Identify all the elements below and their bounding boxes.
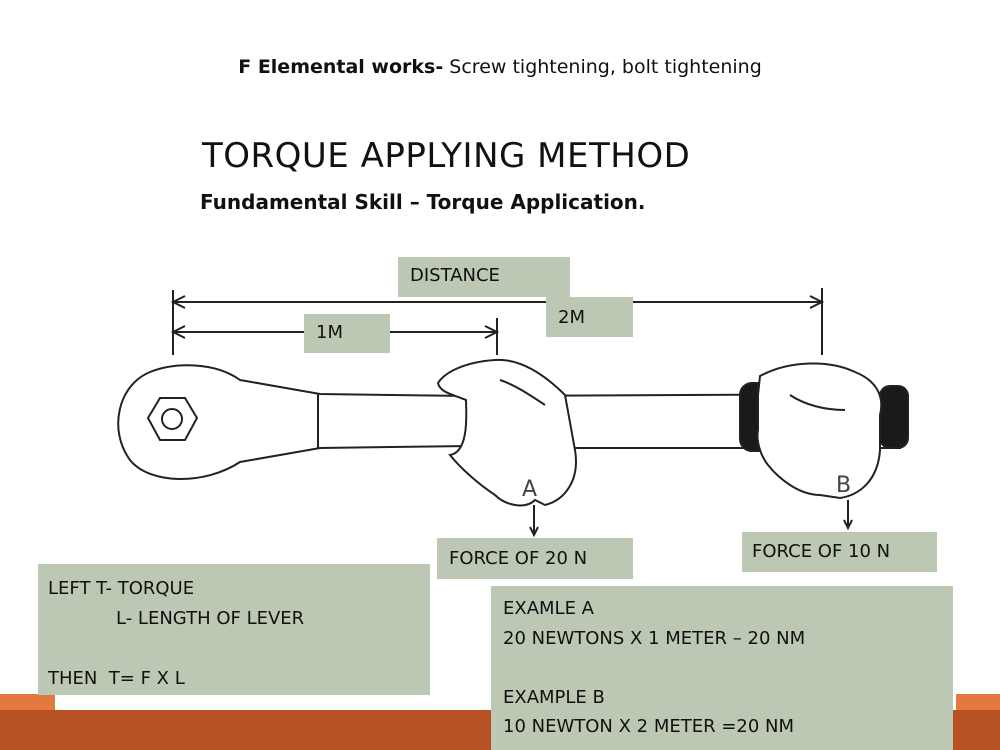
slide-title: TORQUE APPLYING METHOD xyxy=(202,136,691,176)
force-a-label: FORCE OF 20 N xyxy=(449,548,588,569)
arrowhead xyxy=(170,325,186,339)
example-line: EXAMLE A xyxy=(503,598,594,619)
hand-a xyxy=(436,358,577,507)
examples-box: EXAMLE A 20 NEWTONS X 1 METER – 20 NM EX… xyxy=(491,586,953,750)
footer-accent-right xyxy=(956,694,1000,710)
force-b-box: FORCE OF 10 N xyxy=(742,532,937,572)
force-b-label: FORCE OF 10 N xyxy=(752,541,891,562)
definitions-box: LEFT T- TORQUE L- LENGTH OF LEVER THEN T… xyxy=(38,564,430,695)
example-line: 20 NEWTONS X 1 METER – 20 NM xyxy=(503,627,806,649)
arrowhead xyxy=(484,325,500,339)
hand-a-finger-line xyxy=(499,379,546,406)
force-a-box: FORCE OF 20 N xyxy=(437,538,633,579)
label-2m-box: 2M xyxy=(546,297,633,337)
definition-line: L- LENGTH OF LEVER xyxy=(116,608,305,629)
hand-b xyxy=(756,362,883,500)
arrowhead xyxy=(529,526,539,538)
example-line: EXAMPLE B xyxy=(503,686,605,708)
blank-line xyxy=(503,653,953,683)
label-2m: 2M xyxy=(558,307,585,328)
footer-accent-left xyxy=(0,694,55,710)
distance-label-box: DISTANCE xyxy=(398,257,570,297)
definition-line: LEFT T- TORQUE xyxy=(48,578,195,599)
label-1m-box: 1M xyxy=(304,314,390,353)
slide-header: F Elemental works- Screw tightening, bol… xyxy=(0,56,1000,78)
slide-subtitle: Fundamental Skill – Torque Application. xyxy=(200,190,646,214)
hand-b-finger-line xyxy=(789,394,846,411)
distance-label: DISTANCE xyxy=(410,265,500,286)
header-text: Screw tightening, bolt tightening xyxy=(443,56,762,78)
formula-line: THEN T= F X L xyxy=(48,668,185,689)
arrowhead xyxy=(809,295,825,309)
example-line: 10 NEWTON X 2 METER =20 NM xyxy=(503,716,795,737)
label-1m: 1M xyxy=(316,322,343,343)
nut-center xyxy=(161,408,183,430)
arrowhead xyxy=(170,295,186,309)
blank-line xyxy=(48,634,430,664)
wrench-head xyxy=(117,364,471,480)
point-a-label: A xyxy=(522,477,537,502)
grip-end xyxy=(879,385,909,449)
header-bold-text: F Elemental works- xyxy=(238,56,444,78)
point-b-label: B xyxy=(836,473,851,498)
arrowhead xyxy=(843,519,853,531)
